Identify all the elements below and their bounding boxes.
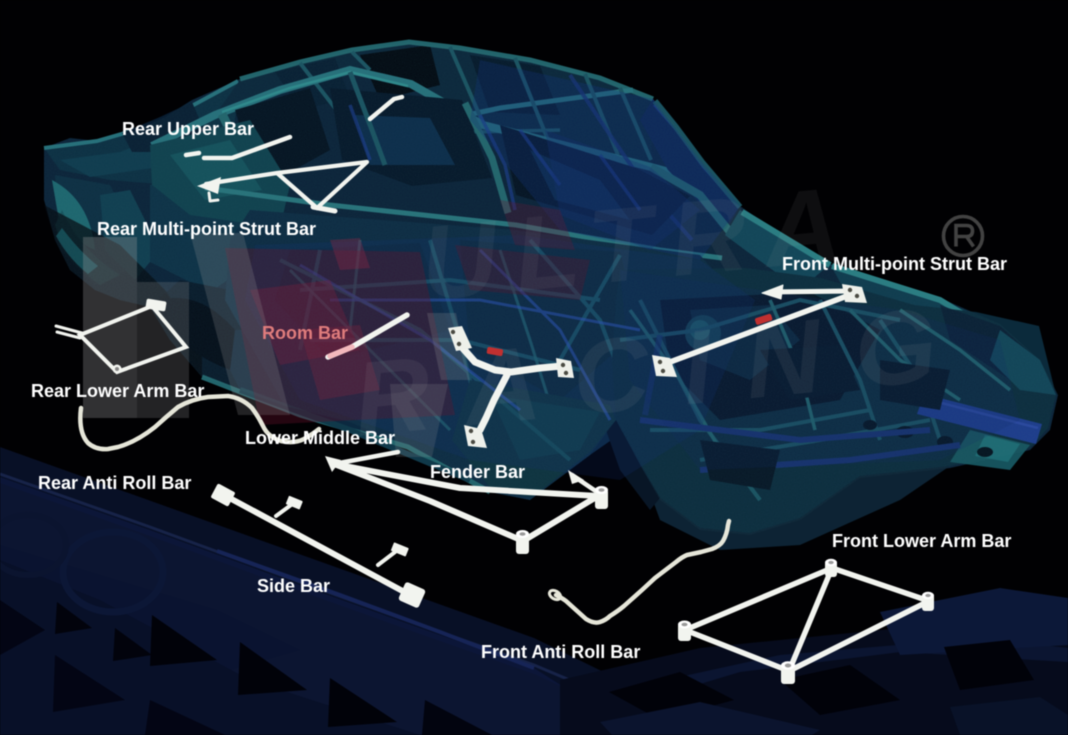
svg-text:Front Anti Roll Bar: Front Anti Roll Bar	[481, 642, 640, 662]
svg-text:Fender Bar: Fender Bar	[430, 462, 525, 482]
svg-text:Rear Lower Arm Bar: Rear Lower Arm Bar	[31, 381, 204, 401]
svg-text:Rear Upper Bar: Rear Upper Bar	[122, 119, 254, 139]
svg-text:Front Lower Arm Bar: Front Lower Arm Bar	[832, 531, 1011, 551]
svg-text:Rear Anti Roll Bar: Rear Anti Roll Bar	[38, 473, 191, 493]
svg-text:Room Bar: Room Bar	[262, 323, 348, 343]
svg-text:Rear Multi-point Strut Bar: Rear Multi-point Strut Bar	[97, 219, 316, 239]
svg-text:Front Multi-point Strut Bar: Front Multi-point Strut Bar	[782, 254, 1007, 274]
svg-text:Lower Middle Bar: Lower Middle Bar	[245, 428, 395, 448]
svg-text:Side Bar: Side Bar	[257, 576, 330, 596]
